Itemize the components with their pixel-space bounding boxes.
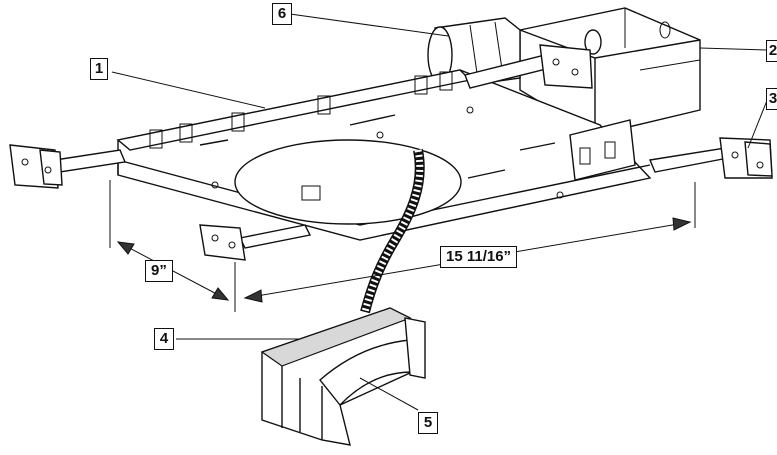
leader-lines [111,13,769,411]
callout-2: 2 [766,40,777,62]
callout-6: 6 [272,3,292,25]
dimension-length-label: 15 11/16” [440,246,518,268]
callout-3: 3 [766,88,777,110]
callout-1: 1 [90,58,108,80]
thermal-protector [260,307,426,446]
junction-box [519,7,701,136]
bar-hanger-back [464,44,593,89]
bar-hanger-left [9,144,126,189]
bar-hanger-front [199,224,312,261]
mounting-plate [116,69,652,241]
callout-4: 4 [154,328,174,350]
bar-hanger-right [649,137,773,179]
flexible-conduit [360,149,425,314]
callout-5: 5 [418,412,438,434]
dimension-width-label: 9” [145,260,173,282]
